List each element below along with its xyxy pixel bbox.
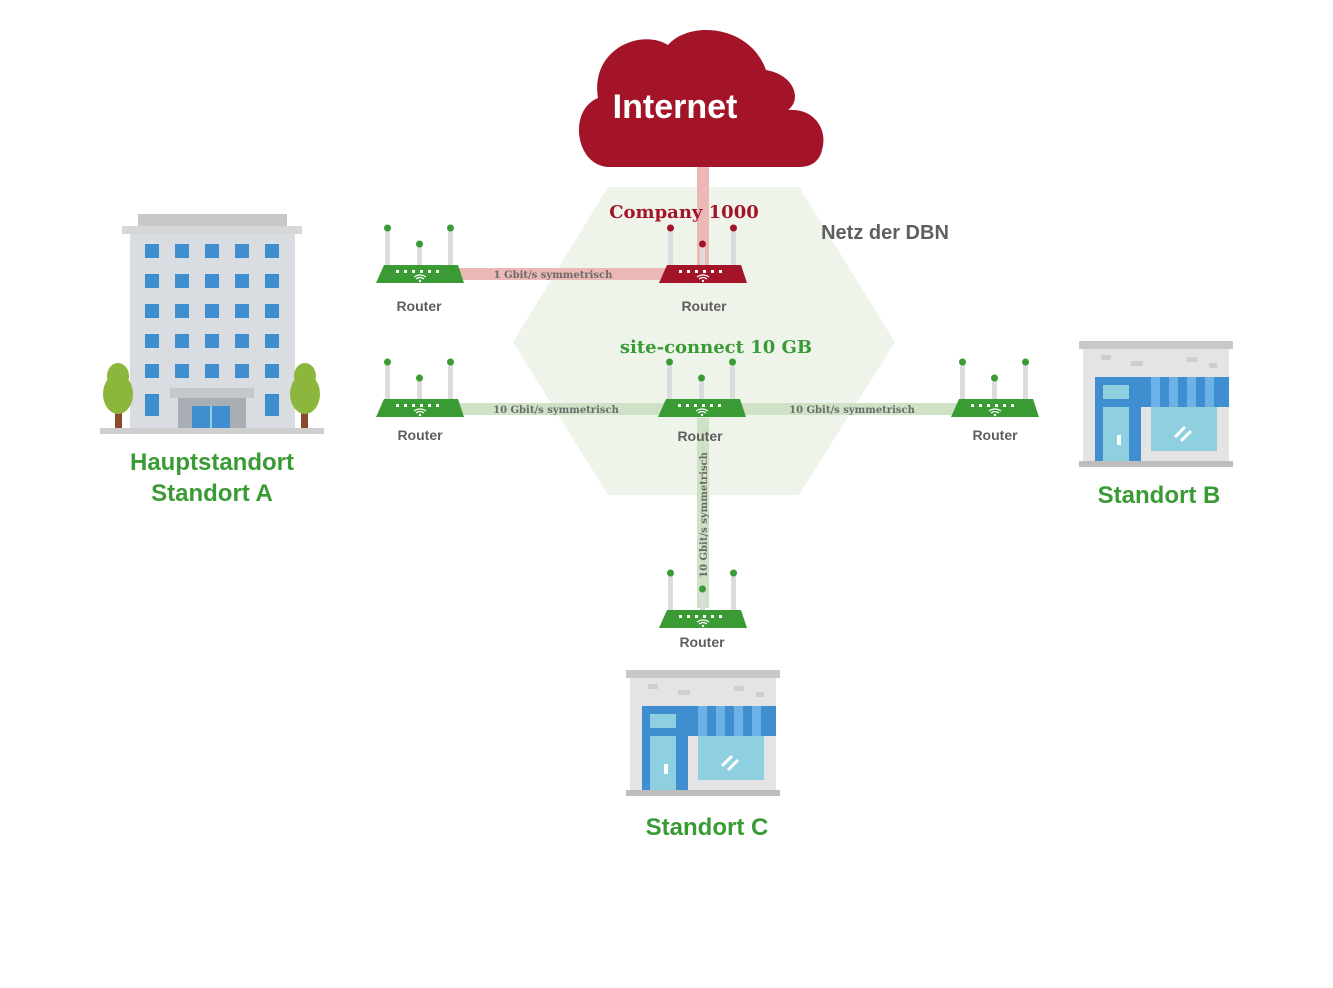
tree-icon: [290, 363, 320, 428]
router-c-label: Router: [679, 634, 725, 650]
shop-building-icon: [1077, 339, 1235, 469]
link-a-center: [440, 403, 690, 415]
router-icon: [375, 223, 465, 284]
link-center-b: [720, 403, 970, 415]
site-a-label-line2: Standort A: [151, 480, 273, 507]
router-b-label: Router: [972, 427, 1018, 443]
dbn-network-area: [513, 187, 895, 495]
tree-icon: [103, 363, 133, 428]
router-company-label: Router: [681, 298, 727, 314]
router-a-top-label: Router: [396, 298, 442, 314]
router-center-label: Router: [677, 428, 723, 444]
link-label-company: 1 Gbit/s symmetrisch: [494, 270, 614, 281]
link-label-a: 10 Gbit/s symmetrisch: [493, 405, 619, 416]
siteconnect-product-label: site-connect 10 GB: [620, 337, 812, 358]
company-product-label: Company 1000: [609, 202, 759, 223]
router-icon: [950, 357, 1040, 418]
office-building-icon: [100, 214, 324, 434]
site-c-label: Standort C: [646, 814, 769, 841]
link-internet-vertical: [697, 160, 709, 268]
internet-label: Internet: [613, 88, 738, 126]
router-a-mid-label: Router: [397, 427, 443, 443]
network-label: Netz der DBN: [821, 222, 949, 244]
link-center-c: [697, 418, 709, 608]
site-b-label: Standort B: [1098, 482, 1221, 509]
link-company-a: [440, 268, 682, 280]
link-label-c: 10 Gbit/s symmetrisch: [699, 451, 710, 577]
cloud-icon: [578, 30, 824, 167]
site-a-label-line1: Hauptstandort: [130, 449, 294, 476]
shop-building-icon: [624, 668, 782, 798]
router-icon: [375, 357, 465, 418]
link-label-b: 10 Gbit/s symmetrisch: [789, 405, 915, 416]
